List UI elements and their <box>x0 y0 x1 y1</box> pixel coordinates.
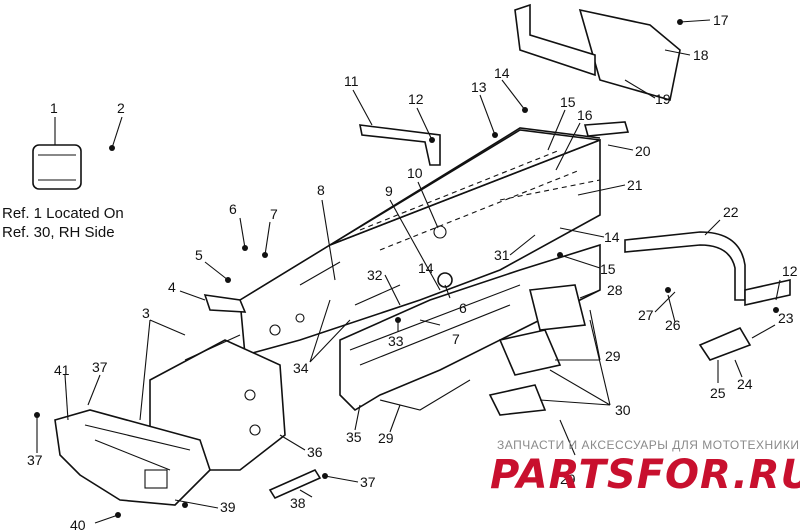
callout-15: 15 <box>560 94 576 110</box>
rear-bracket-plate <box>514 3 681 102</box>
callout-11: 11 <box>344 73 359 89</box>
leader-lines <box>36 19 781 524</box>
callout-13: 13 <box>471 79 487 95</box>
callout-labels: 1 2 3 4 5 6 6 7 7 8 9 10 11 12 12 13 14 … <box>27 12 798 531</box>
note-line-1: Ref. 1 Located On <box>2 205 124 222</box>
callout-14c: 14 <box>604 229 620 245</box>
callout-12b: 12 <box>782 263 798 279</box>
callout-37: 37 <box>92 359 108 375</box>
callout-19: 19 <box>655 91 671 107</box>
callout-39: 39 <box>220 499 236 515</box>
callout-6b: 6 <box>459 300 467 316</box>
callout-29c: 29 <box>560 471 576 487</box>
callout-41: 41 <box>54 362 70 378</box>
callout-14b: 14 <box>418 260 434 276</box>
note-line-2: Ref. 30, RH Side <box>2 224 115 241</box>
callout-17: 17 <box>713 12 729 28</box>
lower-pan <box>339 243 601 412</box>
callout-20: 20 <box>635 143 651 159</box>
callout-6: 6 <box>229 201 237 217</box>
callout-40: 40 <box>70 517 86 531</box>
callout-29: 29 <box>605 348 621 364</box>
fasteners <box>34 19 779 518</box>
callout-35: 35 <box>346 429 362 445</box>
watermark-brand: PARTSFOR.RU <box>490 452 800 498</box>
watermark: ЗАПЧАСТИ И АКСЕССУАРЫ ДЛЯ МОТОТЕХНИКИ PA… <box>490 438 800 498</box>
callout-23: 23 <box>778 310 794 326</box>
callout-10: 10 <box>407 165 423 181</box>
callout-37b: 37 <box>27 452 43 468</box>
callout-24: 24 <box>737 376 753 392</box>
brackets-right <box>203 121 752 416</box>
callout-22: 22 <box>723 204 739 220</box>
callout-5: 5 <box>195 247 203 263</box>
callout-37c: 37 <box>360 474 376 490</box>
callout-21: 21 <box>627 177 643 193</box>
callout-18: 18 <box>693 47 709 63</box>
callout-8: 8 <box>317 182 325 198</box>
bracket-38 <box>268 468 322 500</box>
callout-33: 33 <box>388 333 404 349</box>
rear-brace <box>624 231 791 306</box>
reference-note: Ref. 1 Located On Ref. 30, RH Side <box>2 205 124 241</box>
callout-30: 30 <box>615 402 631 418</box>
callout-29b: 29 <box>378 430 394 446</box>
callout-34: 34 <box>293 360 309 376</box>
callout-7b: 7 <box>452 331 460 347</box>
callout-25: 25 <box>710 385 726 401</box>
callout-32: 32 <box>367 267 383 283</box>
light-housing <box>32 144 82 190</box>
callout-38: 38 <box>290 495 306 511</box>
callout-12: 12 <box>408 91 424 107</box>
watermark-tagline: ЗАПЧАСТИ И АКСЕССУАРЫ ДЛЯ МОТОТЕХНИКИ <box>497 438 799 452</box>
callout-31: 31 <box>494 247 510 263</box>
callout-3: 3 <box>142 305 150 321</box>
callout-15b: 15 <box>600 261 616 277</box>
callout-27: 27 <box>638 307 654 323</box>
callout-36: 36 <box>307 444 323 460</box>
callout-7: 7 <box>270 206 278 222</box>
callout-2: 2 <box>117 100 125 116</box>
callout-28: 28 <box>607 282 623 298</box>
callout-9: 9 <box>385 183 393 199</box>
callout-1: 1 <box>50 100 58 116</box>
callout-26: 26 <box>665 317 681 333</box>
front-bumper <box>54 409 211 506</box>
callout-14: 14 <box>494 65 510 81</box>
callout-16: 16 <box>577 107 593 123</box>
callout-4: 4 <box>168 279 176 295</box>
